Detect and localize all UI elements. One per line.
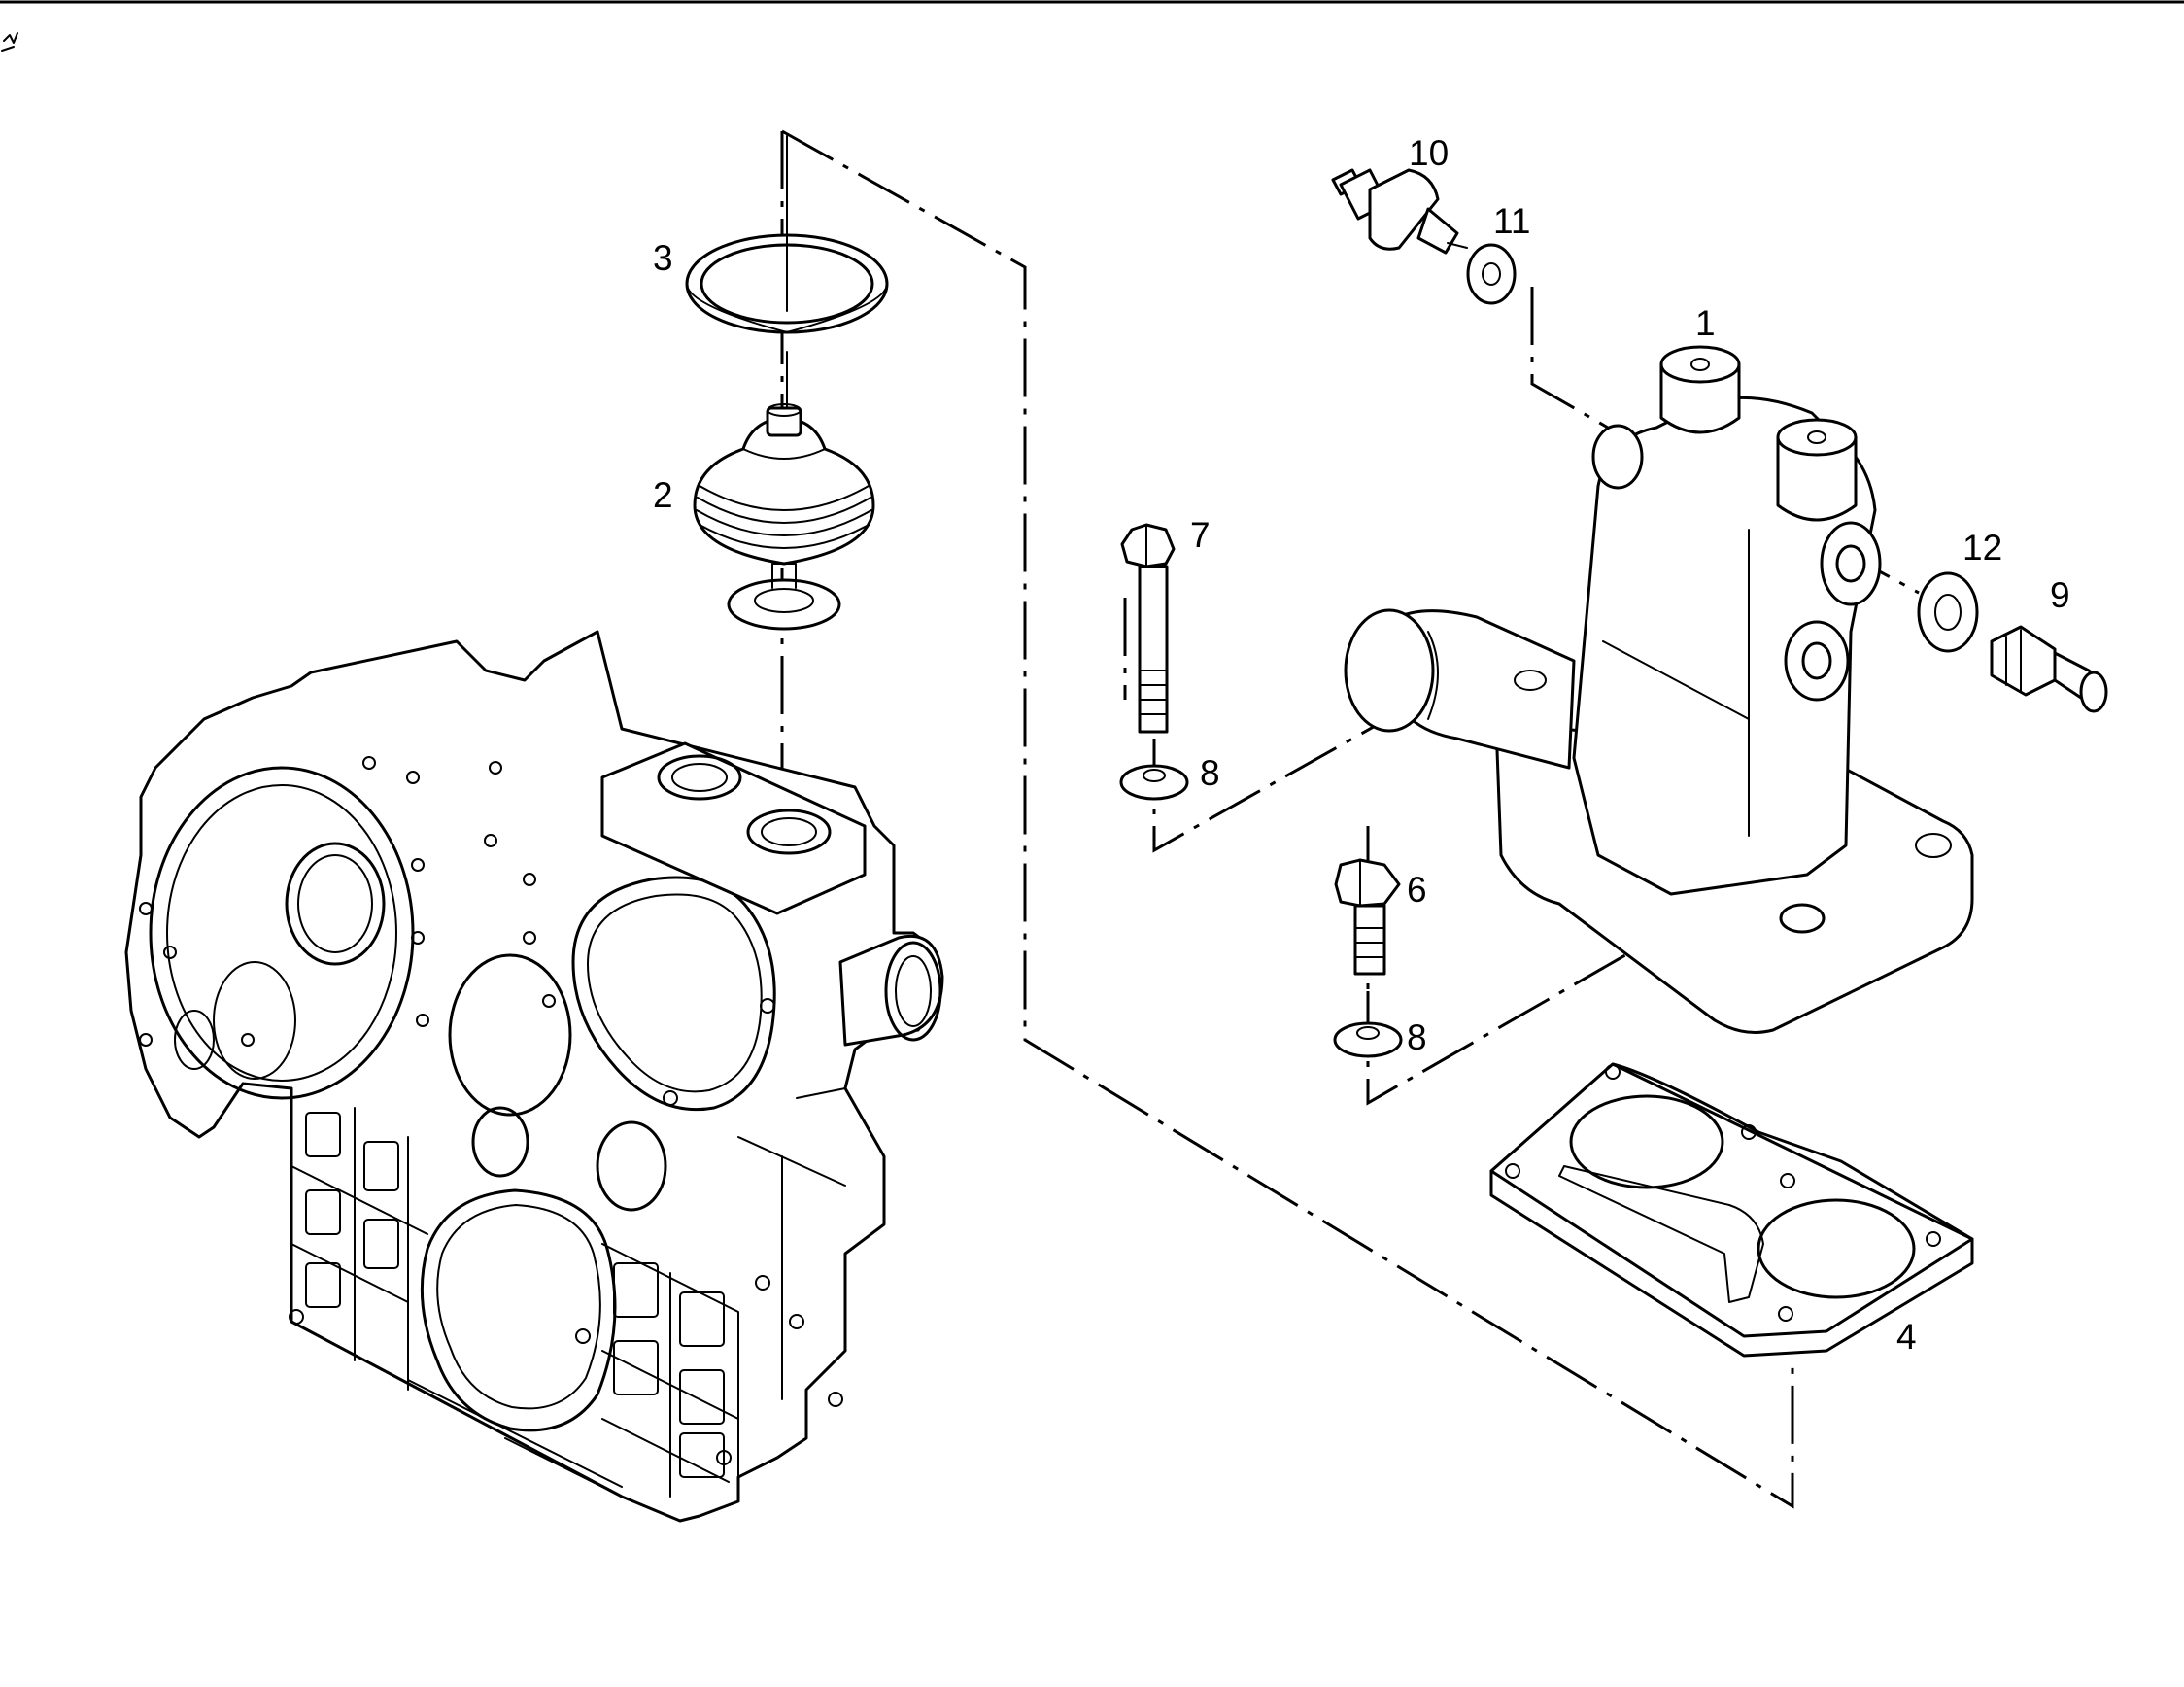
- label-part-8-upper: 8: [1200, 753, 1220, 793]
- part-8-washer-lower: [1333, 1021, 1403, 1058]
- label-part-7: 7: [1190, 515, 1211, 555]
- part-10-temperature-sender: [1331, 168, 1468, 255]
- part-7-long-bolt: [1120, 523, 1176, 734]
- label-part-10: 10: [1409, 133, 1449, 173]
- label-part-1: 1: [1695, 303, 1716, 343]
- part-2-thermostat: [693, 135, 875, 631]
- label-part-2: 2: [653, 475, 673, 515]
- label-part-6: 6: [1407, 870, 1427, 910]
- part-4-gasket: [1489, 1062, 1974, 1358]
- label-part-8-lower: 8: [1407, 1017, 1427, 1057]
- part-9-hose-connector: [1990, 625, 2108, 713]
- timing-cover-housing: [124, 630, 944, 1523]
- part-1-thermostat-housing: [1344, 345, 1974, 1034]
- label-part-11: 11: [1493, 201, 1530, 241]
- label-part-12: 12: [1962, 528, 2002, 568]
- label-part-9: 9: [2050, 575, 2070, 615]
- label-part-3: 3: [653, 238, 673, 278]
- part-labels: 1 2 3 4 6 7 8 8 9 10 11 12: [653, 133, 2070, 1357]
- corner-mark: [1, 32, 18, 52]
- part-12-sealing-washer: [1917, 571, 1979, 653]
- part-11-sealing-washer: [1466, 243, 1517, 305]
- part-8-washer-upper: [1119, 764, 1189, 801]
- label-part-4: 4: [1896, 1317, 1917, 1357]
- part-6-short-bolt: [1334, 858, 1401, 976]
